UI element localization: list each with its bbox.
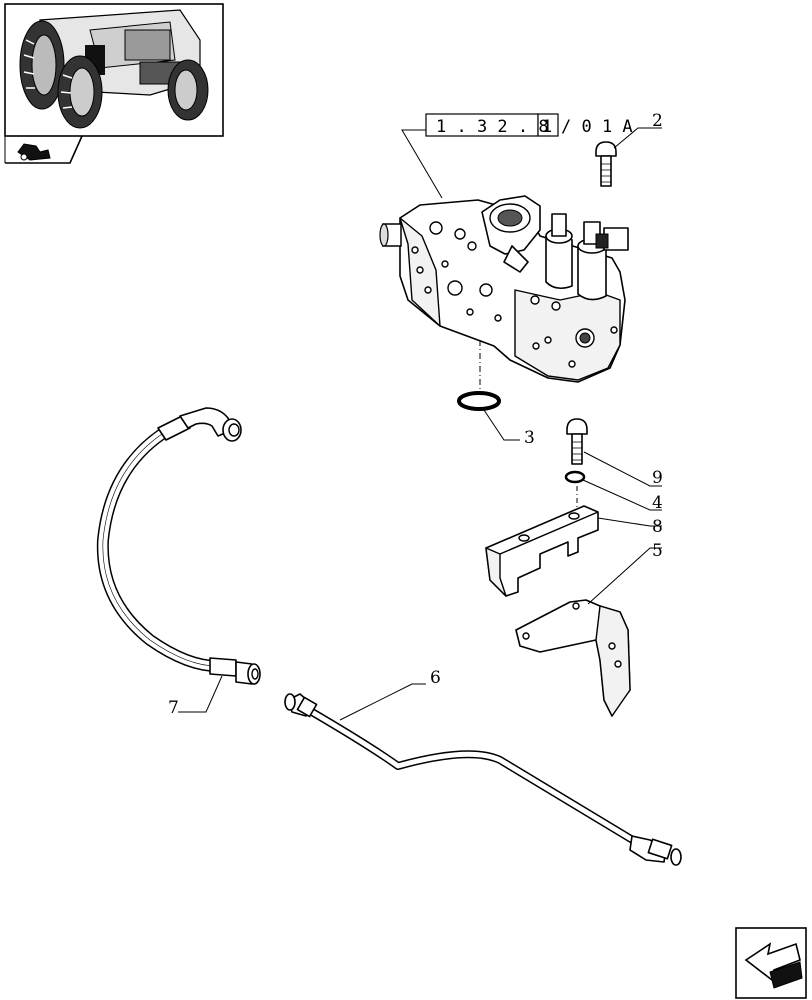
reference-suffix: 1 <box>542 117 552 137</box>
bracket-part-5[interactable] <box>515 599 631 717</box>
hose-part-7[interactable] <box>96 407 261 685</box>
callout-6: 6 <box>430 668 441 688</box>
callout-6-leader <box>339 683 426 721</box>
solenoid <box>545 213 629 301</box>
previous-page-arrow-icon[interactable] <box>735 927 807 999</box>
elbow-fitting <box>481 195 541 273</box>
callout-9-leader <box>583 451 662 487</box>
callout-3-leader <box>483 409 520 441</box>
valve-block[interactable] <box>379 195 629 383</box>
bolt-part-9[interactable] <box>566 418 588 465</box>
callout-9: 9 <box>652 468 663 488</box>
callout-5-leader <box>587 547 662 605</box>
o-ring-part-3[interactable] <box>457 391 501 411</box>
washer-part-4[interactable] <box>564 470 586 484</box>
tractor-view-icon <box>17 143 51 161</box>
callout-7-leader <box>178 675 223 713</box>
callout-5: 5 <box>652 541 663 561</box>
pipe-part-6[interactable] <box>284 693 682 866</box>
callout-2: 2 <box>652 111 663 131</box>
callout-8-leader <box>597 517 662 527</box>
tractor-thumbnail[interactable] <box>4 3 224 164</box>
callout-4: 4 <box>652 493 663 513</box>
callout-3: 3 <box>524 428 535 448</box>
clamp-part-8[interactable] <box>485 505 599 597</box>
reference-leader <box>401 129 443 199</box>
bolt-part-2[interactable] <box>595 141 617 187</box>
callout-7: 7 <box>168 698 179 718</box>
callout-4-leader <box>582 479 662 511</box>
reference-label[interactable]: 1 . 3 2 . 8 1 / 0 1 A <box>425 113 633 137</box>
reference-variant: / 0 1 A <box>561 117 633 137</box>
callout-2-leader <box>613 127 662 149</box>
callout-8: 8 <box>652 517 663 537</box>
reference-group: 1 . 3 2 . 8 <box>436 117 549 137</box>
